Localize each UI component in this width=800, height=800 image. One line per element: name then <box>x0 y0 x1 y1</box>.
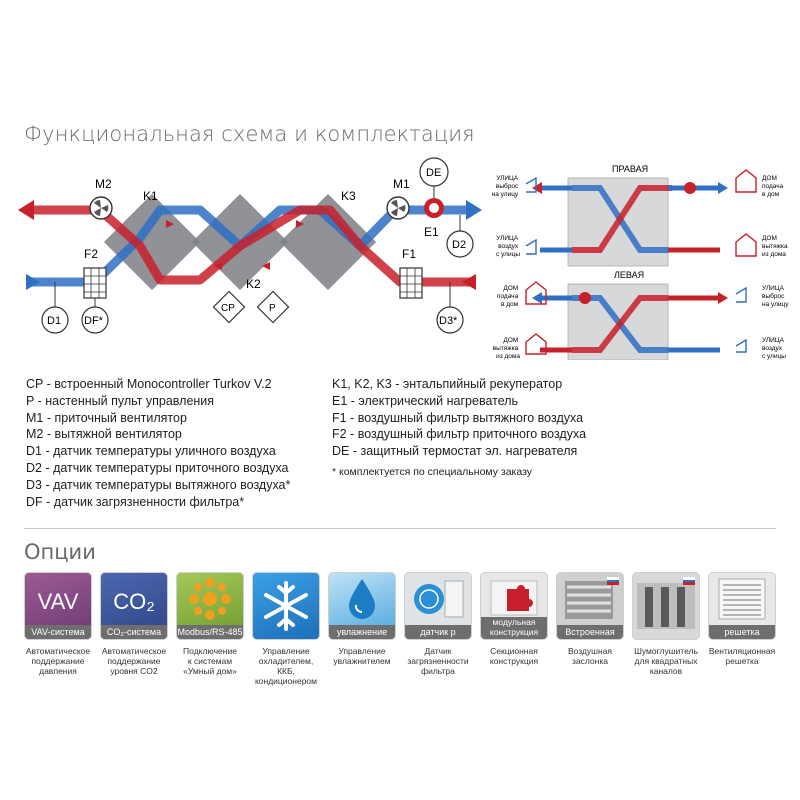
snowflake-icon <box>252 572 320 640</box>
option-filter-sensor[interactable]: датчик p Датчик загрязненности фильтра <box>404 572 472 686</box>
exhaust-air-path <box>30 205 470 287</box>
exhaust-inlet-arrow <box>462 274 476 290</box>
legend-item: F1 - воздушный фильтр вытяжного воздуха <box>332 410 584 425</box>
option-vav[interactable]: VAV VAV-система Автоматическое поддержан… <box>24 572 92 686</box>
recuperator-k3 <box>279 193 377 291</box>
recuperator-k1 <box>103 193 201 291</box>
label-f1: F1 <box>402 247 416 261</box>
svg-text:УЛИЦА выброс на ул: УЛИЦА выброс на улицу УЛИЦА воздух с ули… <box>492 175 521 258</box>
svg-text:P: P <box>269 303 276 314</box>
label-m1: M1 <box>393 177 410 191</box>
filter-f2-icon <box>83 267 107 299</box>
legend-item: K1, K2, K3 - энтальпийный рекуператор <box>332 377 563 391</box>
grille-icon: решетка <box>708 572 776 640</box>
option-damper[interactable]: Встроенная Воздушная заслонка <box>556 572 624 686</box>
label-de: DE <box>426 167 441 179</box>
options-title: Опции <box>24 540 96 564</box>
label-k1: K1 <box>143 189 158 203</box>
supply-inlet-arrow <box>26 274 40 290</box>
silencer-icon <box>632 572 700 640</box>
divider <box>24 528 776 529</box>
legend-item: D3 - датчик температуры вытяжного воздух… <box>26 477 291 492</box>
section-title: Функциональная схема и комплектация <box>24 122 475 146</box>
svg-text:CP: CP <box>221 303 235 314</box>
legend-item: DF - датчик загрязненности фильтра* <box>26 494 245 509</box>
option-humidification[interactable]: увлажнение Управление увлажнителем <box>328 572 396 686</box>
damper-icon: Встроенная <box>556 572 624 640</box>
label-e1: E1 <box>424 225 439 239</box>
sensor-d1 <box>41 306 69 334</box>
svg-text:УЛИЦА выброс на ул: УЛИЦА выброс на улицу УЛИЦА воздух с ули… <box>762 285 790 360</box>
variant-left: ЛЕВАЯ ДОМ подача в дом ДОМ вытяжка из до… <box>493 270 790 360</box>
vav-icon: VAV VAV-система <box>24 572 92 640</box>
legend-item: DE - защитный термостат эл. нагревателя <box>332 444 578 459</box>
modbus-icon: Modbus/RS-485 <box>176 572 244 640</box>
option-modular[interactable]: модульная конструкция Секционная констру… <box>480 572 548 686</box>
functional-scheme: M2 K1 K3 M1 E1 DE D2 F2 F1 K2 CP P D1 <box>18 157 790 360</box>
co2-icon: CO₂ CO₂-система <box>100 572 168 640</box>
sensor-df <box>81 306 109 334</box>
label-k2: K2 <box>246 277 261 291</box>
label-m2: M2 <box>95 177 112 191</box>
option-co2[interactable]: CO₂ CO₂-система Автоматическое поддержан… <box>100 572 168 686</box>
fan-m2-icon <box>89 196 113 220</box>
controller-cp: CP <box>212 290 246 324</box>
variant-right-title: ПРАВАЯ <box>612 164 648 174</box>
legend-item: P - настенный пульт управления <box>26 393 215 408</box>
filter-f1-icon <box>399 267 423 299</box>
svg-text:ДОМ подача в дом: ДОМ подача в дом ДОМ вытяжка из дома <box>493 285 521 360</box>
special-order-note: * комплектуется по специальному заказу <box>332 465 533 478</box>
option-modbus[interactable]: Modbus/RS-485 Подключение к системам «Ум… <box>176 572 244 686</box>
label-k3: K3 <box>341 189 356 203</box>
legend-item: D1 - датчик температуры уличного воздуха <box>26 444 276 459</box>
legend-item: M2 - вытяжной вентилятор <box>26 427 182 442</box>
legend-item: E1 - электрический нагреватель <box>332 393 519 408</box>
legend-item: CP - встроенный Monocontroller Turkov V.… <box>26 377 272 391</box>
label-df: DF* <box>84 315 104 327</box>
fan-m1-icon <box>386 196 410 220</box>
option-cooling[interactable]: Управление охладителем, ККБ, кондиционер… <box>252 572 320 686</box>
supply-outlet-arrow <box>466 200 482 220</box>
legend-item: M1 - приточный вентилятор <box>26 410 187 425</box>
variant-right: ПРАВАЯ УЛИЦА выброс на улицу УЛИЦА возду… <box>492 164 789 267</box>
option-grille[interactable]: решетка Вентиляционная решетка <box>708 572 776 686</box>
heater-e1-icon <box>424 198 444 218</box>
exhaust-outlet-arrow <box>18 200 34 220</box>
water-drop-icon: увлажнение <box>328 572 396 640</box>
label-f2: F2 <box>84 247 98 261</box>
label-d1: D1 <box>47 315 61 327</box>
svg-text:ДОМ подача в дом: ДОМ подача в дом ДОМ вытяжка из дома <box>762 175 789 258</box>
legend-left: CP - встроенный Monocontroller Turkov V.… <box>26 376 290 510</box>
sensor-d3 <box>436 306 464 334</box>
legend-item: F2 - воздушный фильтр приточного воздуха <box>332 427 587 442</box>
option-silencer[interactable]: Шумоглушитель для квадратных каналов <box>632 572 700 686</box>
label-d3: D3* <box>439 315 458 327</box>
legend-item: D2 - датчик температуры приточного возду… <box>26 460 289 475</box>
options-list: VAV VAV-система Автоматическое поддержан… <box>24 572 776 686</box>
variant-left-title: ЛЕВАЯ <box>614 270 644 280</box>
legend-right: K1, K2, K3 - энтальпийный рекуператор E1… <box>332 376 586 481</box>
pressure-sensor-icon: датчик p <box>404 572 472 640</box>
label-d2: D2 <box>452 239 466 251</box>
puzzle-icon: модульная конструкция <box>480 572 548 640</box>
remote-p: P <box>256 290 290 324</box>
